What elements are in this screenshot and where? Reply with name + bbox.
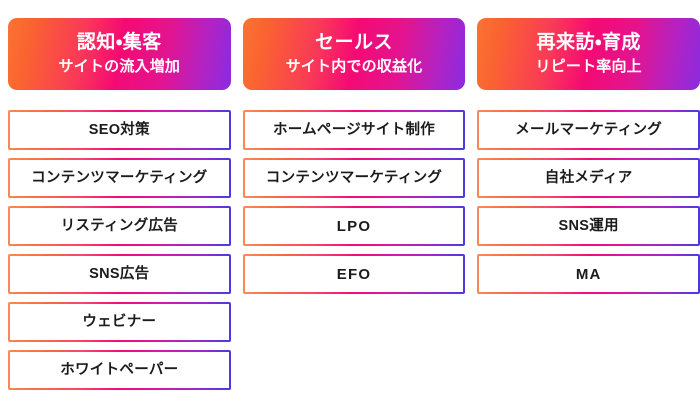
- list-item-inner: ホームページサイト制作: [244, 112, 464, 148]
- column-sales: セールス サイト内での収益化 ホームページサイト制作 コンテンツマーケティング …: [242, 18, 466, 302]
- list-item[interactable]: LPO: [242, 206, 466, 246]
- list-item-inner: ウェビナー: [10, 304, 229, 340]
- item-list-retention: メールマーケティング 自社メディア SNS運用 MA: [477, 110, 700, 302]
- list-item[interactable]: メールマーケティング: [477, 110, 700, 150]
- list-item-inner: リスティング広告: [10, 208, 229, 244]
- list-item[interactable]: EFO: [242, 254, 466, 294]
- column-header-title: セールス: [315, 32, 394, 54]
- list-item-inner: コンテンツマーケティング: [244, 160, 464, 196]
- list-item-inner: SNS広告: [10, 256, 229, 292]
- list-item-inner: 自社メディア: [479, 160, 699, 196]
- list-item-label: 自社メディア: [544, 169, 633, 186]
- list-item[interactable]: ホームページサイト制作: [242, 110, 466, 150]
- list-item-inner: ホワイトペーパー: [10, 352, 229, 388]
- list-item-label: LPO: [336, 217, 372, 235]
- list-item-label: ホワイトペーパー: [60, 361, 179, 378]
- column-header-subtitle: リピート率向上: [535, 58, 642, 76]
- list-item[interactable]: ホワイトペーパー: [8, 350, 231, 390]
- column-header-sales: セールス サイト内での収益化: [242, 18, 466, 90]
- list-item-inner: EFO: [244, 256, 464, 292]
- list-item[interactable]: MA: [477, 254, 700, 294]
- column-header-retention: 再来訪・育成 リピート率向上: [477, 18, 700, 90]
- list-item-label: MA: [575, 265, 602, 283]
- item-list-awareness: SEO対策 コンテンツマーケティング リスティング広告 SNS広告: [8, 110, 231, 398]
- list-item[interactable]: コンテンツマーケティング: [242, 158, 466, 198]
- column-awareness: 認知・集客 サイトの流入増加 SEO対策 コンテンツマーケティング リスティング…: [8, 18, 231, 398]
- list-item[interactable]: SNS広告: [8, 254, 231, 294]
- list-item-inner: SEO対策: [10, 112, 229, 148]
- column-header-subtitle: サイト内での収益化: [285, 58, 423, 76]
- list-item-inner: MA: [479, 256, 699, 292]
- list-item-inner: LPO: [244, 208, 464, 244]
- list-item-label: コンテンツマーケティング: [265, 169, 443, 186]
- list-item-inner: メールマーケティング: [479, 112, 699, 148]
- list-item-label: SNS広告: [89, 265, 150, 282]
- column-header-awareness: 認知・集客 サイトの流入増加: [8, 18, 231, 90]
- column-header-title: 認知・集客: [76, 32, 162, 54]
- list-item[interactable]: ウェビナー: [8, 302, 231, 342]
- list-item-label: ホームページサイト制作: [272, 121, 436, 138]
- list-item-label: SNS運用: [558, 217, 619, 234]
- list-item-inner: コンテンツマーケティング: [10, 160, 229, 196]
- list-item[interactable]: SNS運用: [477, 206, 700, 246]
- column-header-title: 再来訪・育成: [536, 32, 641, 54]
- list-item-label: リスティング広告: [60, 217, 179, 234]
- list-item-label: メールマーケティング: [515, 121, 663, 138]
- list-item-label: コンテンツマーケティング: [31, 169, 208, 186]
- list-item[interactable]: 自社メディア: [477, 158, 700, 198]
- list-item-inner: SNS運用: [479, 208, 699, 244]
- list-item-label: EFO: [336, 265, 372, 283]
- list-item[interactable]: SEO対策: [8, 110, 231, 150]
- column-retention: 再来訪・育成 リピート率向上 メールマーケティング 自社メディア SNS運用: [477, 18, 700, 302]
- list-item-label: SEO対策: [88, 121, 150, 138]
- list-item[interactable]: コンテンツマーケティング: [8, 158, 231, 198]
- item-list-sales: ホームページサイト制作 コンテンツマーケティング LPO EFO: [242, 110, 466, 302]
- list-item-label: ウェビナー: [82, 313, 157, 330]
- column-header-subtitle: サイトの流入増加: [58, 58, 181, 76]
- list-item[interactable]: リスティング広告: [8, 206, 231, 246]
